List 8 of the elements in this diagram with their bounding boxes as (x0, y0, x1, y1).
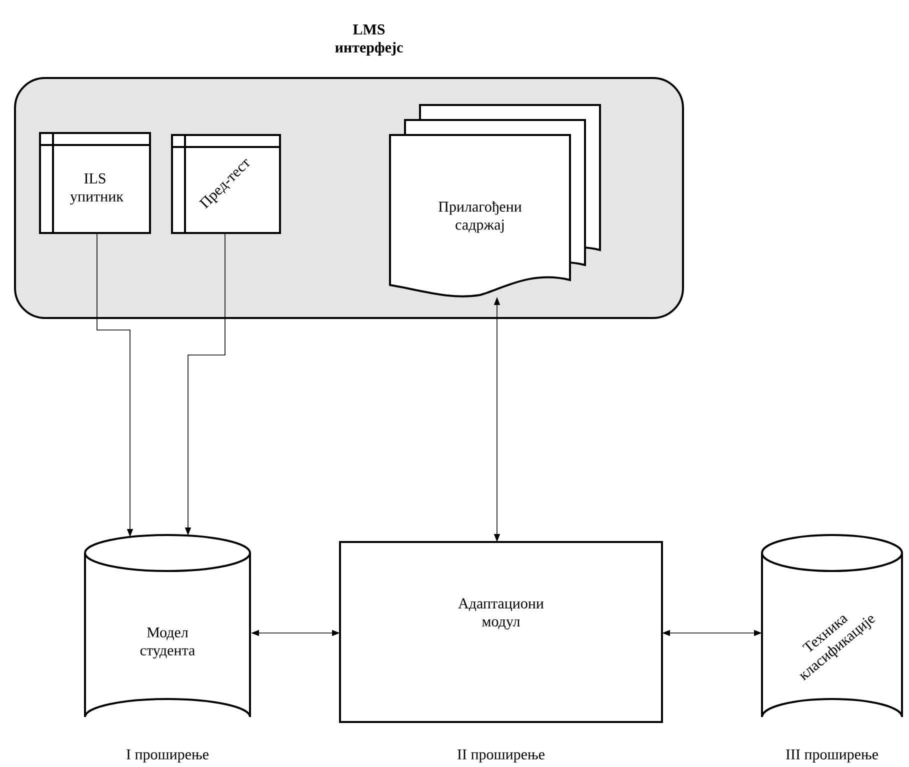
document-stack: Прилагођени садржај (389, 104, 601, 298)
node-label: III проширење (786, 750, 878, 762)
node-label: I проширење (126, 750, 208, 762)
node-label: II проширење (458, 750, 544, 762)
process-box: Адаптациони модул (339, 541, 663, 723)
node-label: LMS интерфејс (335, 24, 403, 56)
database-cylinder: Модел студента (84, 534, 251, 718)
form-window: ILS упитник (39, 132, 151, 234)
